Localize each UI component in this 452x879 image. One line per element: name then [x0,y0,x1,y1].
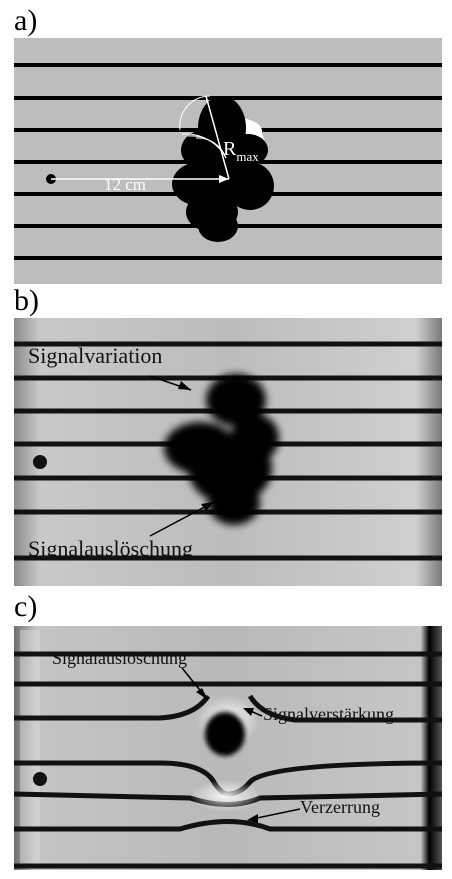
annotation-signalausloeschung: Signalauslöschung [52,648,187,668]
panel-c-mri-image: Signalauslöschung Signalverstärkung Verz… [13,626,443,870]
annotation-signalvariation: Signalvariation [28,343,162,368]
annotation-signalverstaerkung: Signalverstärkung [263,704,394,724]
distance-label: 12 cm [104,175,146,194]
panel-b-label: b) [14,284,39,317]
inclusion-blob [172,96,274,242]
source-dot [33,772,47,786]
rmax-label: Rmax [223,138,259,164]
panel-a-schematic: 12 cm Rmax [14,38,442,284]
annotation-signalausloeschung: Signalauslöschung [28,536,193,561]
annotation-verzerrung: Verzerrung [300,797,380,817]
panel-c-label: c) [14,590,38,623]
panel-a-label: a) [14,4,38,37]
panel-b-mri-image: Signalvariation Signalauslöschung [14,318,442,586]
source-dot [33,455,47,469]
